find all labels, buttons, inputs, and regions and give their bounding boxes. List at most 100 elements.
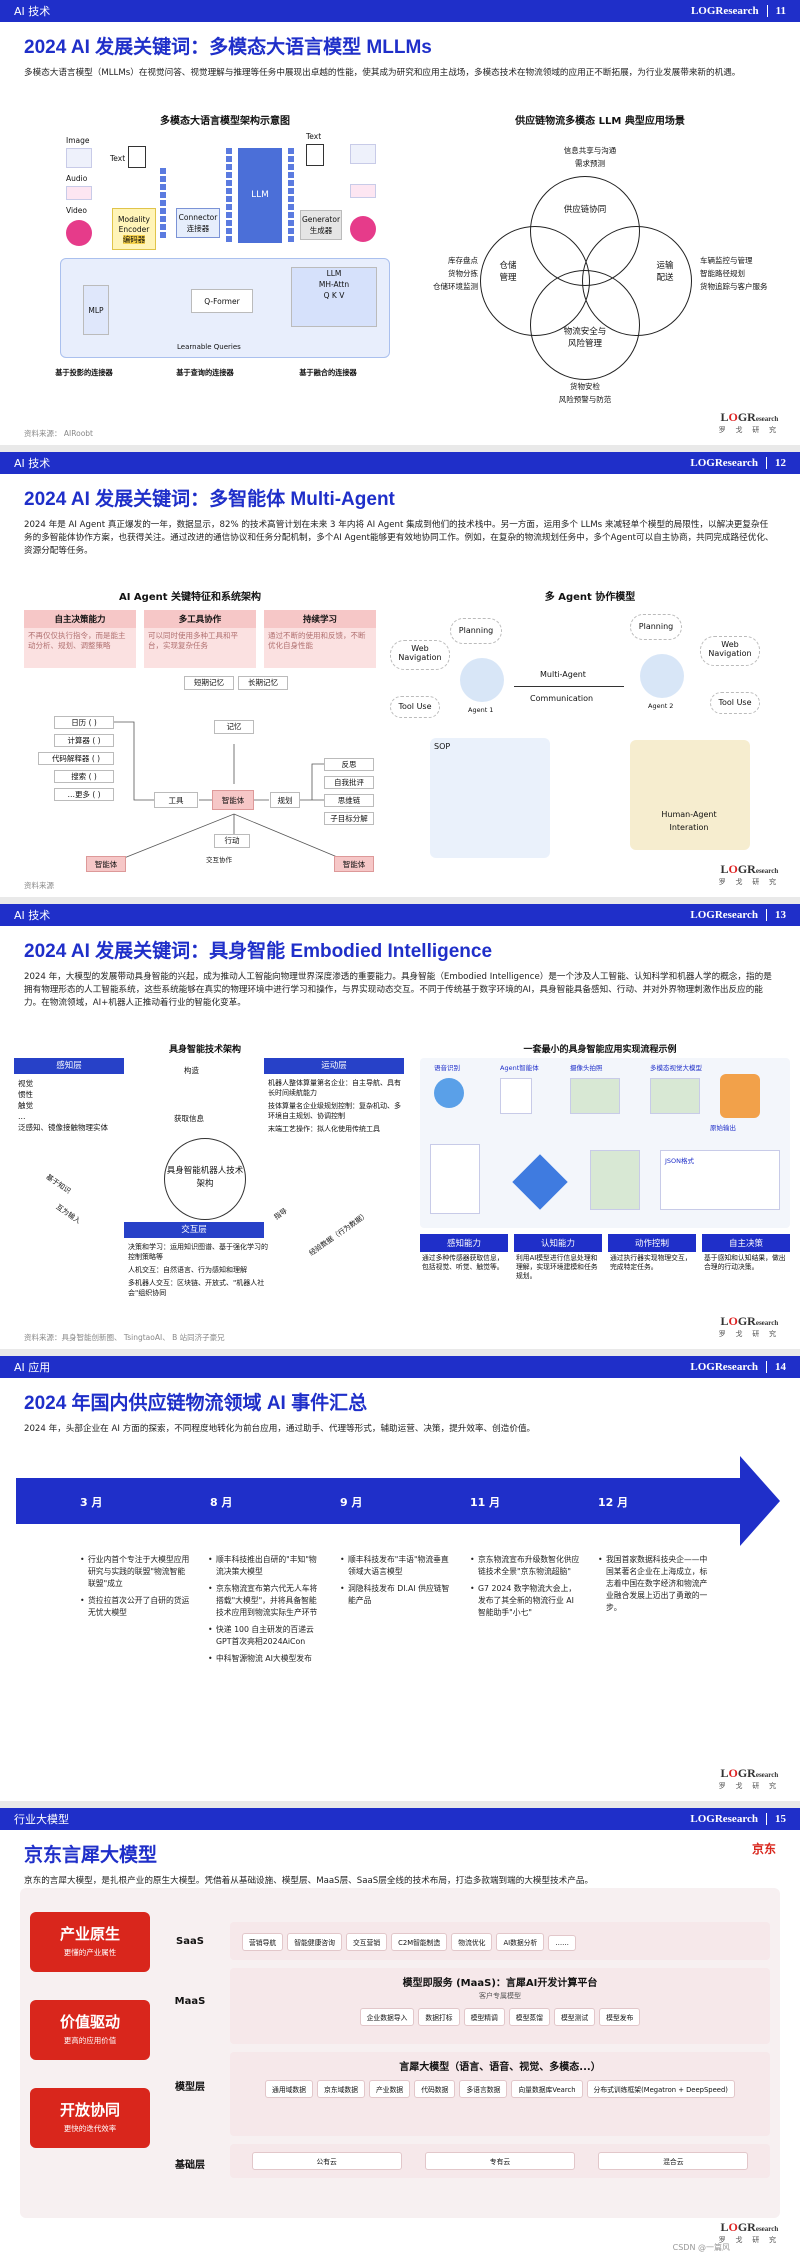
- subgoal-box: 子目标分解: [324, 812, 374, 825]
- connector-label-query: 基于查询的连接器: [160, 366, 250, 379]
- ability-card: 自主决策 基于感知和认知结果，做出合理的行动决策。: [702, 1234, 790, 1274]
- section-label: AI 技术: [14, 455, 50, 471]
- embodied-core-circle: 具身智能机器人技术架构: [164, 1138, 246, 1220]
- page-number: 12: [766, 457, 786, 469]
- slide-header: AI 技术 LOGResearch 12: [0, 452, 800, 474]
- maas-chip: 模型精调: [464, 2008, 505, 2026]
- feature-card: 自主决策能力 不再仅仅执行指令，而是能主动分析、规划、调整策略: [24, 610, 136, 668]
- cube-icon: [512, 1154, 567, 1209]
- text-output-label: Text: [306, 130, 321, 143]
- timeline-month: 12 月: [598, 1494, 628, 1510]
- collab-label: 交互协作: [206, 854, 232, 867]
- left-diagram-title: AI Agent 关键特征和系统架构: [40, 588, 340, 603]
- slide-title: 京东言犀大模型: [24, 1840, 800, 1867]
- interaction-layer-list: 决策和学习：运用知识图谱、基于强化学习的控制策略等人机交互：自然语言、行为感知和…: [128, 1242, 268, 1298]
- step-label: 语音识别: [434, 1062, 460, 1075]
- slide-paragraph: 2024 年是 AI Agent 真正爆发的一年，数据显示，82% 的技术高管计…: [24, 519, 776, 558]
- brand: LOGResearch: [690, 1361, 758, 1373]
- timeline-events-march: 行业内首个专注于大模型应用研究与实践的联盟"物流智能联盟"成立 货拉拉首次公开了…: [80, 1554, 190, 1624]
- brand: LOGResearch: [690, 909, 758, 921]
- model-chip: 京东域数据: [317, 2080, 365, 2098]
- token-column: [288, 148, 294, 243]
- saas-chip: 交互营销: [346, 1933, 387, 1951]
- step-label: Agent智能体: [500, 1062, 539, 1075]
- venn-annotation-top: 信息共享与沟通需求预测: [540, 144, 640, 170]
- infra-layer: 公有云 专有云 混合云: [230, 2144, 770, 2178]
- maas-subheading: 客户专属模型: [240, 1991, 760, 2001]
- embodied-architecture-diagram: 感知层 视觉惯性触觉…泛感知、镜像接触物理实体 运动层 机器人整体算量第名企业：…: [14, 1058, 414, 1308]
- venn-label-left: 仓储 管理: [488, 260, 528, 284]
- slide-paragraph: 京东的言犀大模型，是扎根产业的原生大模型。凭借着从基础设施、模型层、MaaS层、…: [24, 1875, 776, 1888]
- clipboard-icon: [500, 1078, 532, 1114]
- video-label: Video: [66, 204, 87, 217]
- right-diagram-title: 供应链物流多模态 LLM 典型应用场景: [470, 112, 730, 127]
- industry-native-badge: 产业原生更懂的产业属性: [30, 1912, 150, 1972]
- model-chip: 产业数据: [369, 2080, 410, 2098]
- knowledge-label: 基于知识: [43, 1171, 73, 1198]
- slide-header: AI 技术 LOGResearch 13: [0, 904, 800, 926]
- tool-calendar-box: 日历 ( ): [54, 716, 114, 729]
- slide-events: AI 应用 LOGResearch14 2024 年国内供应链物流领域 AI 事…: [0, 1356, 800, 1801]
- web-navigation-bubble-right: Web Navigation: [700, 636, 760, 666]
- motion-layer-header: 运动层: [264, 1058, 404, 1074]
- venn-annotation-bottom: 货物安检风险预警与防范: [535, 380, 635, 406]
- brand: LOGResearch: [691, 5, 759, 17]
- flow-steps-panel: 语音识别 Agent智能体 摄像头拍照 多模态视觉大模型 原始输出 JSON格式: [420, 1058, 790, 1228]
- robot-arm-icon: [430, 1144, 480, 1214]
- agent1-label: Agent 1: [468, 704, 493, 717]
- event-item: 行业内首个专注于大模型应用研究与实践的联盟"物流智能联盟"成立: [80, 1554, 190, 1590]
- event-item: G7 2024 数字物流大会上，发布了其全新的物流行业 AI 智能助手"小七": [470, 1583, 582, 1619]
- layer-name-model: 模型层: [160, 2078, 220, 2093]
- fusion-llm-box: LLM MH-Attn Q K V: [291, 267, 377, 327]
- timeline-month: 11 月: [470, 1494, 500, 1510]
- page-number: 13: [766, 909, 786, 921]
- left-diagram-title: 多模态大语言模型架构示意图: [100, 112, 350, 127]
- robot-worker-icon: [720, 1074, 760, 1118]
- tool-use-bubble-left: Tool Use: [390, 696, 440, 718]
- model-chip: 分布式训练框架(Megatron + DeepSpeed): [587, 2080, 735, 2098]
- tools-box: 工具: [154, 792, 198, 808]
- saas-chip: AI数据分析: [496, 1933, 544, 1951]
- image-output-icon: [350, 144, 376, 164]
- agent-robot-right-icon: [640, 654, 684, 698]
- event-item: 货拉拉首次公开了自研的货运无忧大模型: [80, 1595, 190, 1619]
- self-critic-box: 自我批评: [324, 776, 374, 789]
- image-icon: [66, 148, 92, 168]
- action-box: 行动: [214, 834, 250, 848]
- vision-model-thumbnail: [650, 1078, 700, 1114]
- ability-card: 认知能力 利用AI模型进行信息处理和理解，实现环境建模和任务规划。: [514, 1234, 602, 1283]
- page-number: 14: [766, 1361, 786, 1373]
- layer-name-saas: SaaS: [160, 1936, 220, 1947]
- event-item: 京东物流宣布升级数智化供应链技术全景"京东物流超脑": [470, 1554, 582, 1578]
- venn-annotation-left: 库存盘点货物分拣仓储环境监测: [420, 254, 478, 293]
- infra-chip: 专有云: [425, 2152, 575, 2170]
- timeline-month: 8 月: [210, 1494, 232, 1510]
- step-label: 摄像头拍照: [570, 1062, 603, 1075]
- section-label: AI 技术: [14, 907, 50, 923]
- audio-output-icon: [350, 184, 376, 198]
- event-item: 中科智源物流 AI大模型发布: [208, 1653, 323, 1665]
- multi-agent-collaboration-diagram: Planning Planning Web Navigation Web Nav…: [390, 610, 780, 878]
- open-collab-badge: 开放协同更快的迭代效率: [30, 2088, 150, 2148]
- interaction-layer-header: 交互层: [124, 1222, 264, 1238]
- connector-label-projection: 基于投影的连接器: [42, 366, 126, 379]
- web-navigation-bubble-left: Web Navigation: [390, 640, 450, 670]
- maas-chip: 模型蒸馏: [509, 2008, 550, 2026]
- event-item: 快递 100 自主研发的百递云GPT首次亮相2024AiCon: [208, 1624, 323, 1648]
- camera-photo-thumbnail: [570, 1078, 620, 1114]
- venn-label-right: 运输 配送: [645, 260, 685, 284]
- human-agent-panel: Human-Agent Interation: [630, 740, 750, 850]
- layer-name-infra: 基础层: [160, 2156, 220, 2171]
- agent-box-right: 智能体: [334, 856, 374, 872]
- communication-arrow: [514, 686, 624, 687]
- brand: LOGResearch: [690, 457, 758, 469]
- tool-search-box: 搜索 ( ): [54, 770, 114, 783]
- slide-title: 2024 年国内供应链物流领域 AI 事件汇总: [24, 1388, 800, 1415]
